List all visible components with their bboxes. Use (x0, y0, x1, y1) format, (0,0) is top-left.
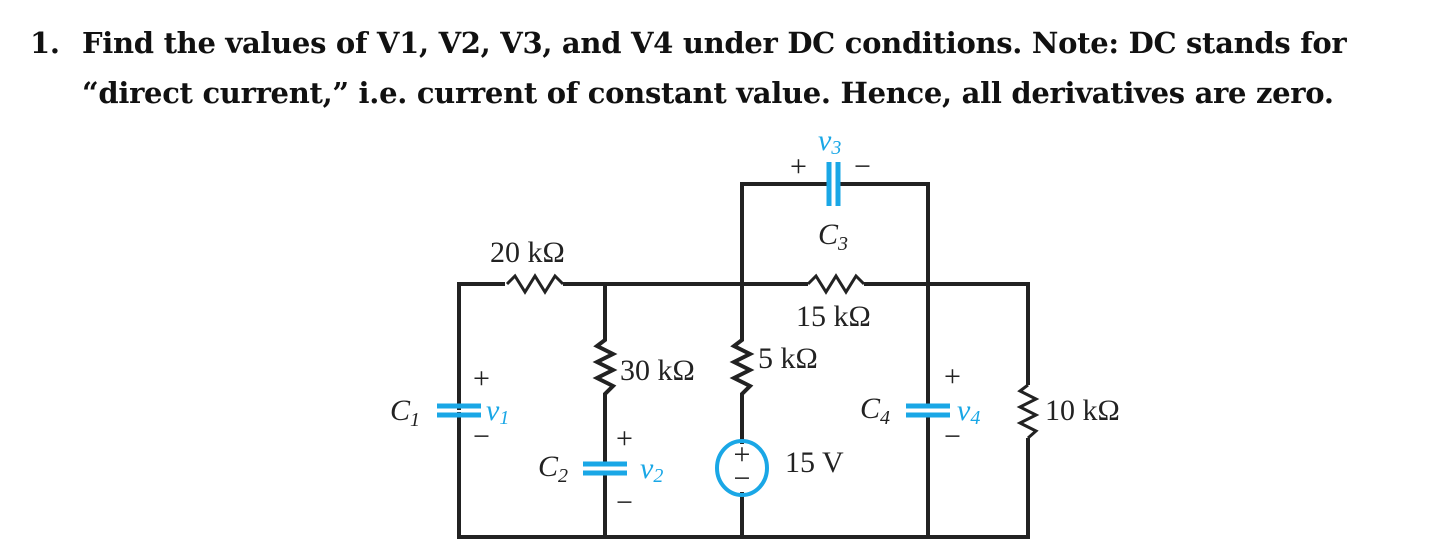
label-c2: C2 (538, 450, 568, 487)
label-v3: v3 (818, 124, 841, 159)
label-10k: 10 kΩ (1045, 394, 1120, 427)
resistor-15k (806, 273, 866, 295)
label-v2: v2 (640, 452, 663, 487)
question-line-2: “direct current,” i.e. current of consta… (82, 76, 1334, 110)
label-5k: 5 kΩ (758, 342, 818, 375)
question-number: 1. (30, 26, 60, 60)
label-c1: C1 (390, 394, 420, 431)
c1-minus: − (473, 420, 490, 453)
label-c4: C4 (860, 392, 890, 429)
label-30k: 30 kΩ (620, 354, 695, 387)
resistor-10k (1016, 383, 1040, 440)
question-line-1: Find the values of V1, V2, V3, and V4 un… (82, 26, 1347, 60)
label-v4: v4 (957, 394, 980, 429)
c2-plus: + (616, 422, 633, 455)
voltage-source-icon (715, 439, 769, 497)
capacitor-plates (437, 162, 950, 497)
c3-minus: − (854, 150, 871, 183)
wires (457, 182, 1040, 539)
c1-plus: + (473, 362, 490, 395)
c3-plus: + (790, 150, 807, 183)
label-20k: 20 kΩ (490, 236, 565, 269)
question-text: 1. Find the values of V1, V2, V3, and V4 … (30, 18, 1347, 118)
c4-plus: + (944, 360, 961, 393)
c2-minus: − (616, 486, 633, 519)
label-15k: 15 kΩ (796, 300, 871, 333)
resistor-20k (505, 273, 565, 295)
source-plus: + (734, 438, 751, 471)
label-v1: v1 (486, 394, 509, 429)
c4-minus: − (944, 420, 961, 453)
label-15v: 15 V (785, 446, 844, 479)
source-minus: − (734, 462, 751, 495)
label-c3: C3 (818, 218, 848, 255)
